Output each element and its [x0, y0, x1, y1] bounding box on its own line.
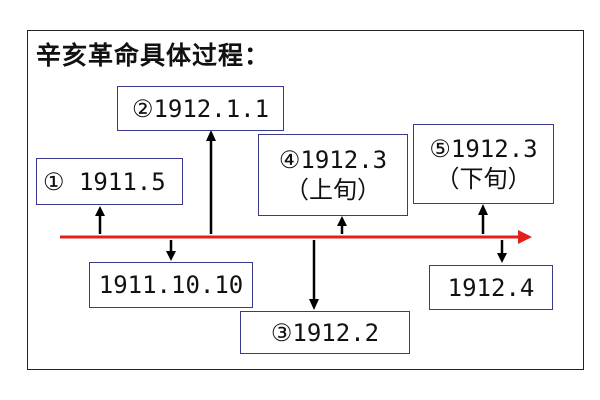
event-box-e7: 1912.4 — [429, 265, 553, 310]
event-box-e5: ④1912.3 （上旬） — [258, 134, 408, 216]
event-label-e3: ②1912.1.1 — [131, 94, 270, 123]
event-box-e6: ⑤1912.3 （下旬） — [413, 124, 554, 204]
event-label-e7: 1912.4 — [447, 273, 535, 302]
event-label-e1: ① 1911.5 — [43, 167, 166, 196]
event-label-e5: ④1912.3 — [278, 146, 388, 174]
arrowhead-e2 — [166, 251, 176, 261]
event-label-e4: ③1912.2 — [270, 318, 380, 347]
event-label-e2: 1911.10.10 — [98, 271, 244, 299]
timeline-arrowhead — [518, 230, 532, 244]
event-box-e1: ① 1911.5 — [36, 158, 183, 205]
arrowhead-e5 — [337, 216, 347, 226]
event-box-e4: ③1912.2 — [240, 311, 410, 354]
arrowhead-e3 — [206, 130, 216, 141]
arrowhead-e4 — [309, 299, 319, 310]
event-box-e2: 1911.10.10 — [89, 262, 253, 308]
event-label-e6: ⑤1912.3 — [429, 135, 538, 163]
event-sublabel-e6: （下旬） — [435, 165, 532, 193]
arrowhead-e1 — [95, 206, 105, 216]
diagram-title: 辛亥革命具体过程： — [36, 41, 271, 70]
arrowhead-e7 — [497, 253, 507, 263]
event-box-e3: ②1912.1.1 — [117, 86, 284, 131]
arrowhead-e6 — [478, 204, 488, 215]
event-sublabel-e5: （上旬） — [285, 176, 381, 204]
